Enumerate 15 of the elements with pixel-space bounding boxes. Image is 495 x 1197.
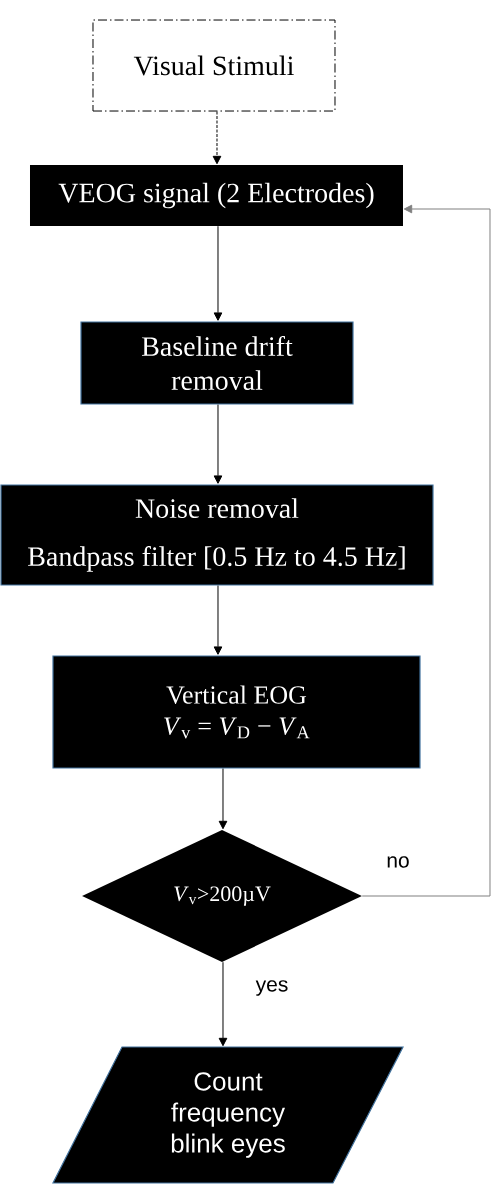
edge-label: yes <box>254 979 290 997</box>
arrow <box>361 204 491 897</box>
process-box: Vertical EOG V$_{v}$ = V$_{D}$ − V$_{A}$ <box>52 655 421 769</box>
arrow <box>213 585 223 655</box>
arrow <box>212 111 222 165</box>
process-box: Noise removal Bandpass filter [0.5 Hz to 4.5 Hz] <box>0 484 434 586</box>
process-box: Baseline drift removal <box>80 321 354 405</box>
process-box: VEOG signal (2 Electrodes) <box>30 165 403 226</box>
edge-label: no <box>385 855 411 869</box>
stimulus-box: Visual Stimuli <box>92 19 336 112</box>
arrow <box>213 404 223 484</box>
arrow <box>213 225 223 321</box>
data-parallelogram: Count frequency blink eyes <box>52 1046 404 1184</box>
arrow <box>218 768 228 830</box>
arrow <box>218 961 228 1047</box>
